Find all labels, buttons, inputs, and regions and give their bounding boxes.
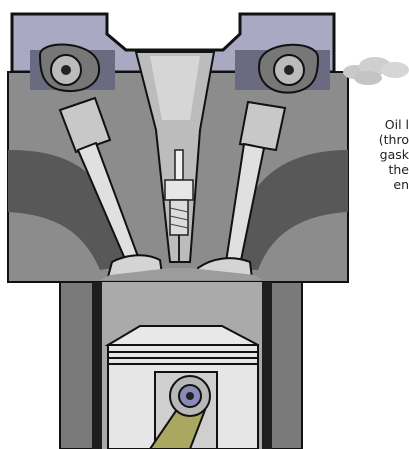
oil-leak-caption: Oil l (thro gask the en [339, 117, 409, 192]
caption-line: Oil l [384, 117, 409, 132]
cylinder-liner-left [92, 282, 102, 449]
cylinder-liner-right [262, 282, 272, 449]
intake-port [8, 150, 135, 270]
caption-line: the [388, 162, 409, 177]
intake-valve [58, 96, 164, 279]
caption-line: gask [379, 147, 409, 162]
camshaft-left [38, 43, 101, 93]
exhaust-port [222, 150, 348, 270]
spark-plug-well-highlight [150, 56, 200, 120]
caption-line: (thro [378, 132, 409, 147]
spark-plug [164, 149, 194, 262]
connecting-rod [148, 375, 211, 449]
combustion-chamber [100, 268, 262, 280]
camshaft-right [258, 43, 320, 94]
caption-line: en [393, 177, 409, 192]
oil-smoke-icon [343, 57, 409, 85]
